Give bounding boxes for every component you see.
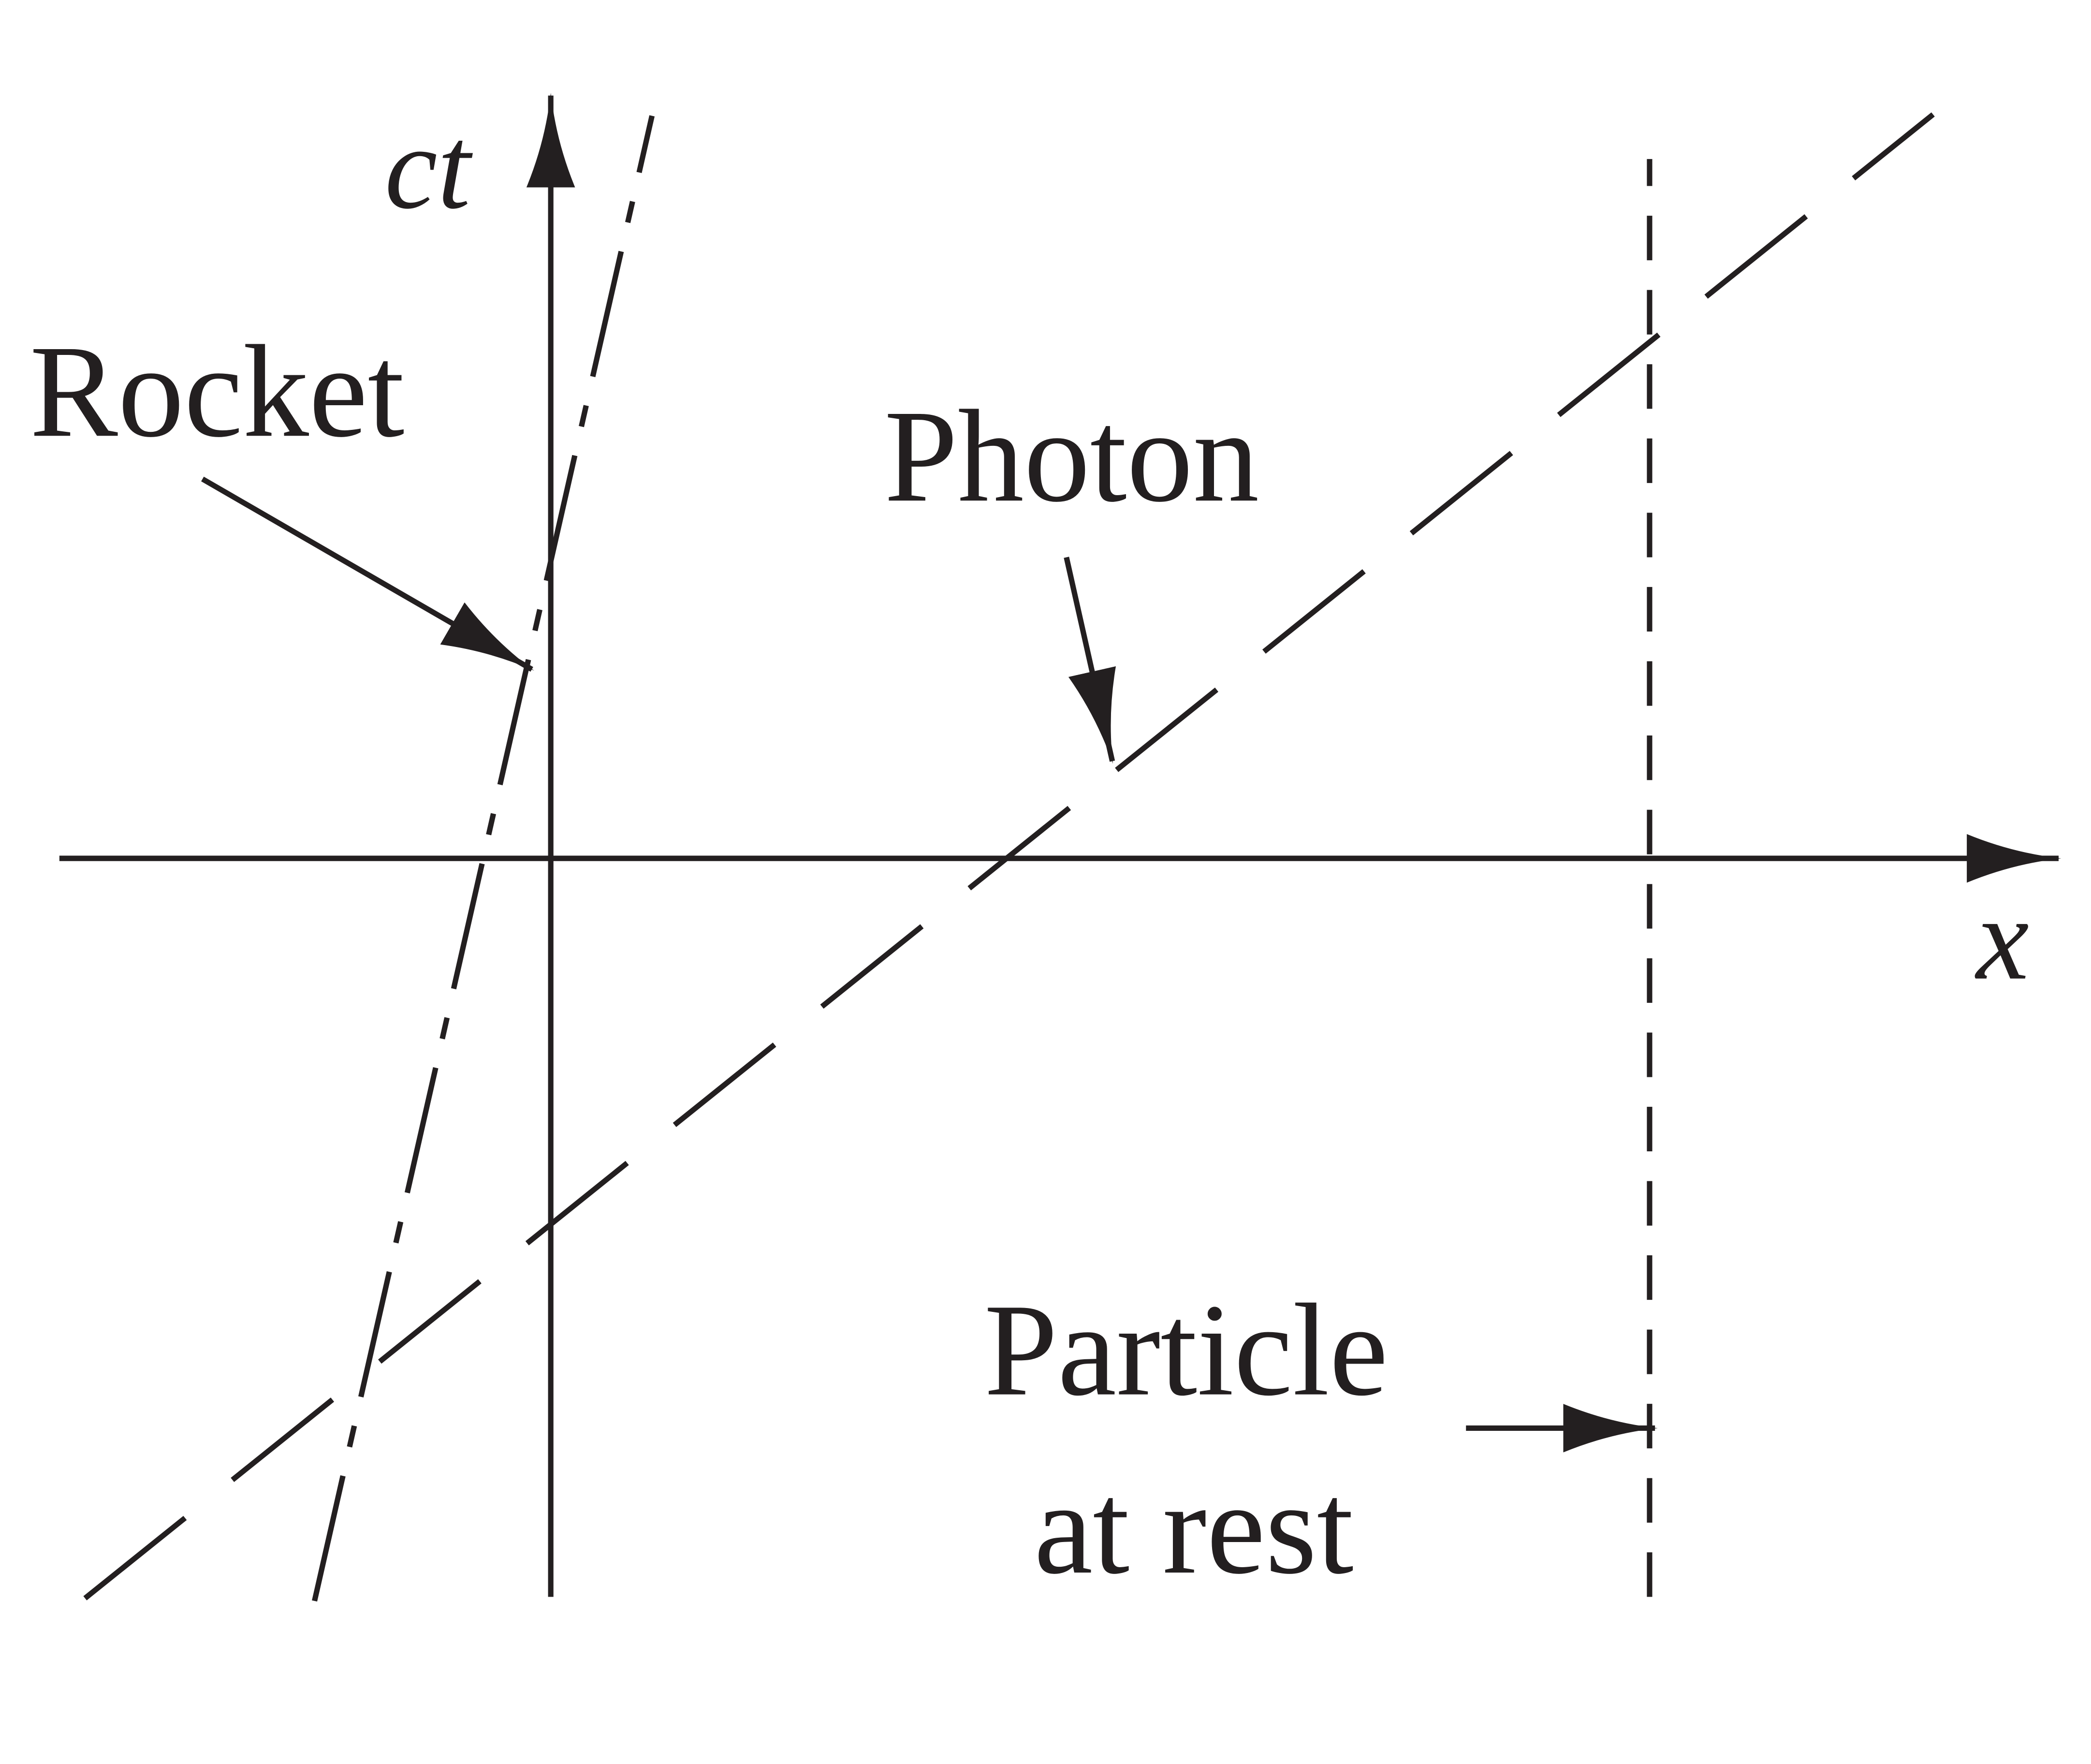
rocket-pointer-arrow [201, 476, 534, 672]
particle-label: Particle [984, 1277, 1388, 1424]
at-rest-label: at rest [1034, 1455, 1354, 1602]
x-axis-label: x [1975, 873, 2029, 1005]
photon-label: Photon [884, 383, 1259, 529]
rocket-label: Rocket [29, 318, 405, 465]
photon-pointer-arrow [1064, 557, 1116, 764]
rocket-worldline [312, 115, 655, 1602]
ct-axis-label: ct [385, 102, 473, 234]
photon-worldline [83, 112, 1935, 1601]
